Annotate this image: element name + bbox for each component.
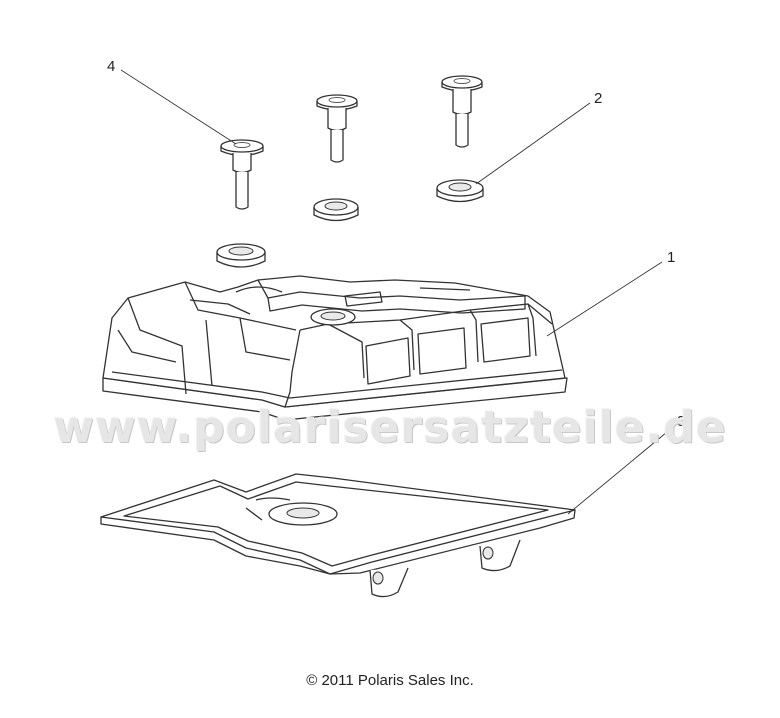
bolt-middle [316, 94, 358, 163]
grommet-middle [313, 198, 359, 222]
bolt-left [220, 139, 264, 210]
leader-line-3 [567, 426, 674, 515]
grommet-right [436, 179, 484, 203]
valve-cover [102, 275, 568, 421]
grommet-left [216, 243, 266, 268]
leader-line-2 [475, 102, 591, 185]
callout-2: 2 [594, 90, 603, 107]
leader-line-1 [546, 261, 663, 337]
callout-1: 1 [667, 249, 676, 266]
bolt-right [441, 75, 483, 148]
callout-4: 4 [107, 58, 116, 75]
leader-line-4 [120, 69, 237, 145]
gasket [100, 473, 576, 598]
watermark: www.polarisersatzteile.de [53, 402, 727, 453]
callout-3: 3 [677, 413, 686, 430]
copyright-text: © 2011 Polaris Sales Inc. [306, 672, 474, 689]
